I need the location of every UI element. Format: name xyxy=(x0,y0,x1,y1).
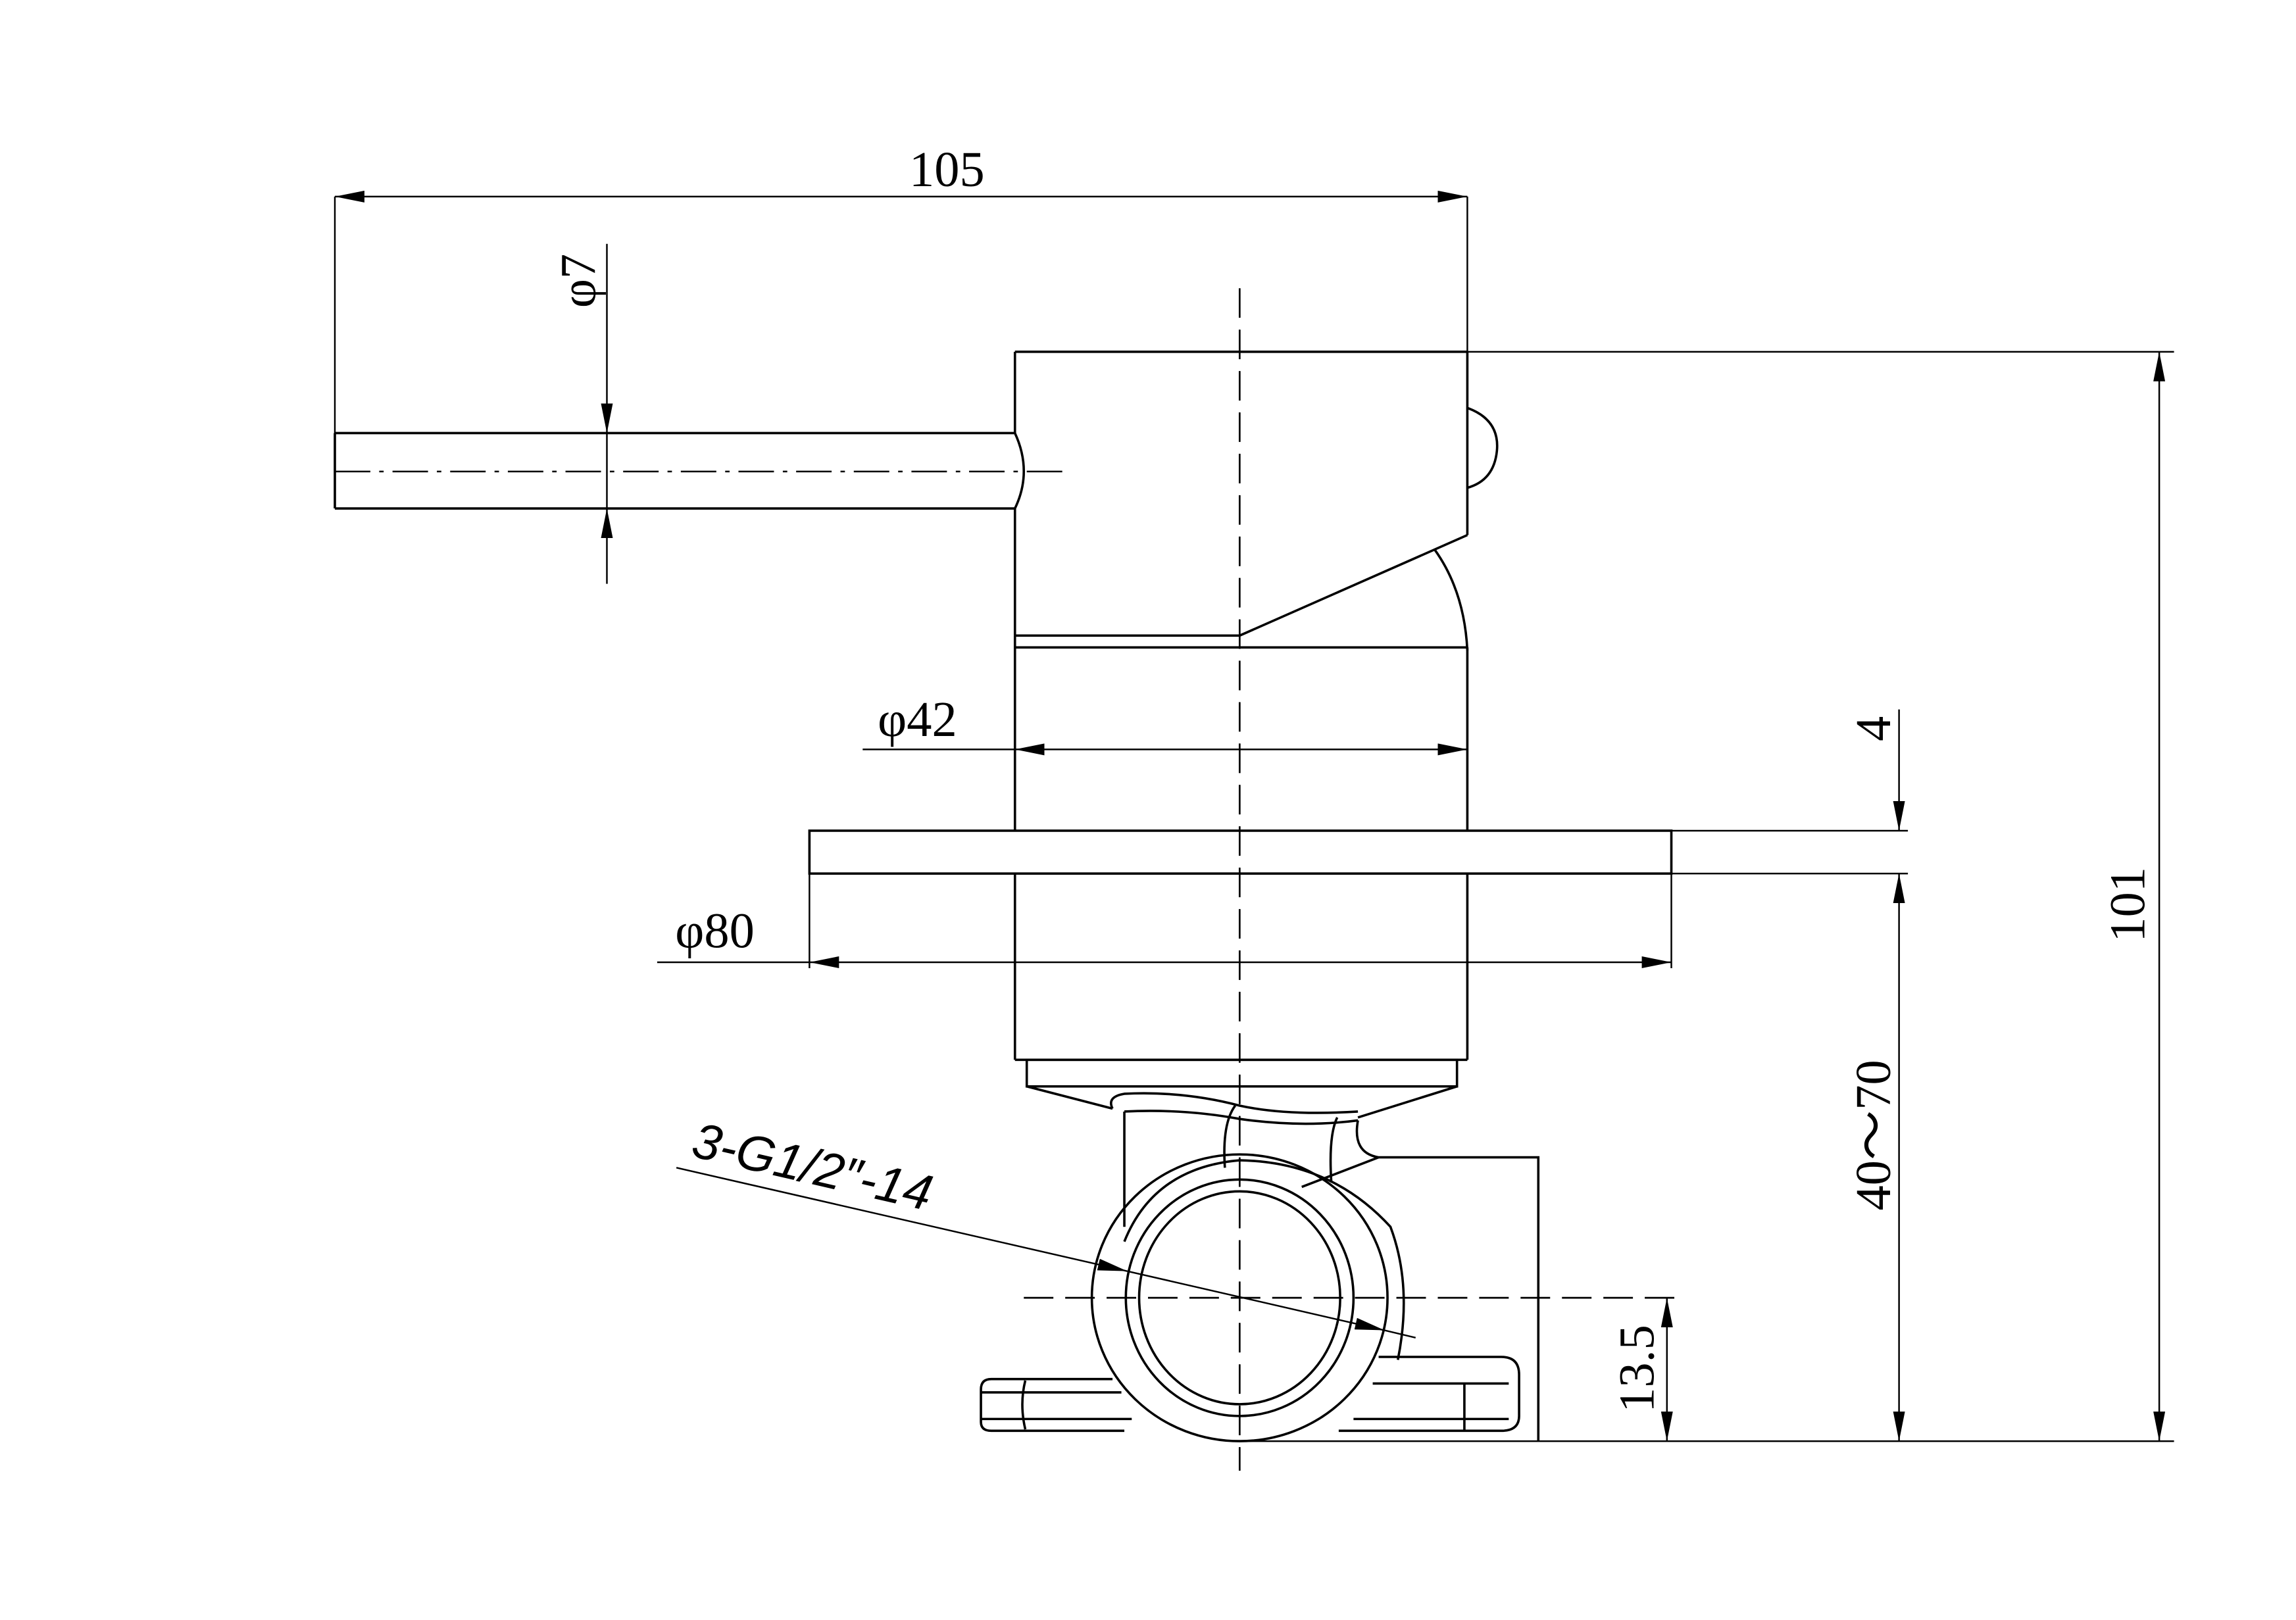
dim-handle-diameter: φ7 xyxy=(551,243,613,584)
dim-label-phi42: φ42 xyxy=(878,691,957,747)
dim-label-13-5: 13.5 xyxy=(1609,1325,1665,1413)
dim-plate-diameter: φ80 xyxy=(657,873,1672,968)
thread-callout: 3-G1/2″-14 xyxy=(676,1112,1416,1338)
outlet-pipe-right xyxy=(1338,1356,1520,1433)
thread-spec-label: 3-G1/2″-14 xyxy=(687,1112,938,1221)
valve-body-upper xyxy=(1013,351,1499,831)
valve-housing xyxy=(1024,1092,1679,1442)
dim-wall-depth: 40～70 xyxy=(1845,873,1905,1442)
dim-overall-height: 101 xyxy=(2100,351,2166,1442)
lever-handle xyxy=(334,431,1072,510)
dim-label-phi7: φ7 xyxy=(551,254,607,308)
dim-label-101: 101 xyxy=(2100,867,2156,943)
dim-label-4: 4 xyxy=(1845,716,1901,741)
dim-body-diameter: φ42 xyxy=(862,691,1468,756)
dim-label-105: 105 xyxy=(909,141,985,197)
dim-plate-thickness: 4 xyxy=(1845,709,1905,831)
dim-overall-width: 105 xyxy=(334,141,1468,433)
cover-plate xyxy=(808,829,1673,875)
dim-label-phi80: φ80 xyxy=(675,902,754,958)
dim-outlet-height: 13.5 xyxy=(1609,1298,1673,1442)
valve-body-lower xyxy=(1013,873,1469,1119)
outlet-pipe-left xyxy=(980,1377,1132,1433)
dim-label-40-70: 40～70 xyxy=(1845,1060,1901,1210)
